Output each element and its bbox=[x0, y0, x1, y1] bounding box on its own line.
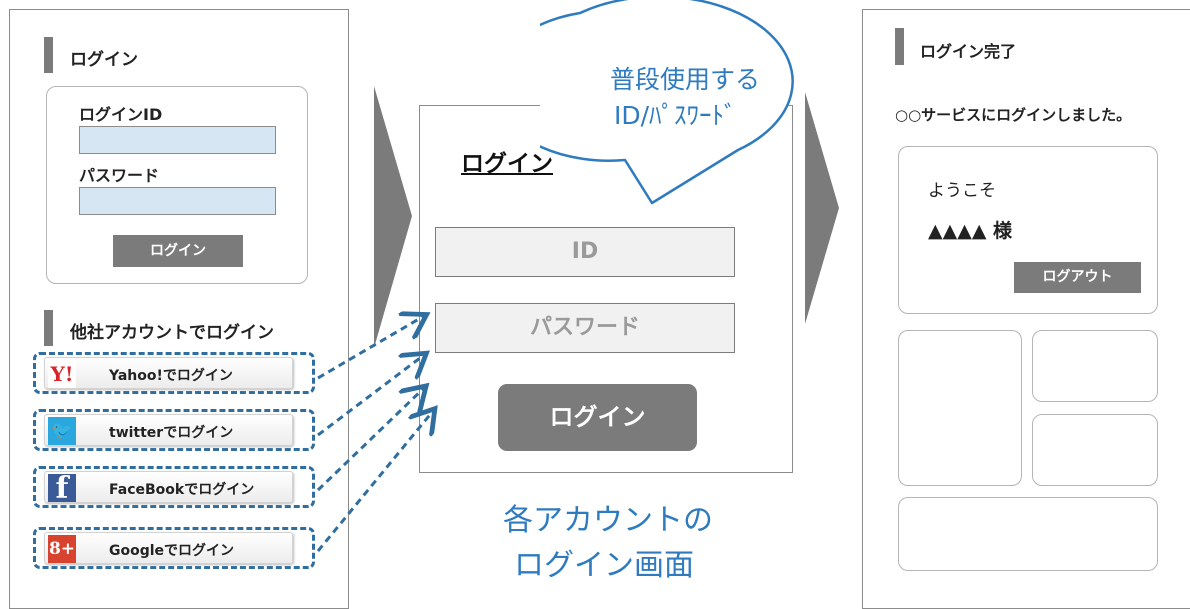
speech-bubble-line1: 普段使用する bbox=[610, 65, 761, 94]
content-card bbox=[898, 330, 1022, 486]
content-card bbox=[1032, 414, 1158, 486]
password-label: パスワード bbox=[79, 166, 160, 185]
password-field[interactable]: パスワード bbox=[435, 303, 735, 353]
login-success-message: ○○サービスにログインしました。 bbox=[895, 106, 1132, 124]
login-heading: ログイン bbox=[70, 50, 138, 70]
sns-login-button[interactable]: f FaceBookでログイン bbox=[44, 471, 293, 506]
sns-login-highlight bbox=[33, 527, 315, 569]
speech-bubble bbox=[540, 0, 794, 205]
id-field[interactable]: ID bbox=[435, 227, 735, 277]
login-id-label: ログインID bbox=[79, 105, 163, 124]
account-login-button[interactable]: ログイン bbox=[498, 384, 697, 451]
login-id-input[interactable] bbox=[79, 126, 276, 154]
login-button[interactable]: ログイン bbox=[113, 235, 243, 267]
google-plus-icon: 8+ bbox=[48, 535, 76, 563]
caption-line1: 各アカウントの bbox=[503, 503, 713, 538]
connector-arrow-twitter bbox=[317, 355, 424, 437]
connector-arrow-google bbox=[316, 411, 433, 552]
sns-login-highlight bbox=[33, 409, 315, 451]
content-card bbox=[898, 497, 1158, 571]
speech-bubble-line2: ID/ﾊﾟｽﾜｰﾄﾞ bbox=[614, 101, 737, 130]
other-account-login-heading: 他社アカウントでログイン bbox=[70, 323, 274, 343]
sns-login-label: FaceBookでログイン bbox=[109, 482, 255, 498]
logout-button[interactable]: ログアウト bbox=[1014, 262, 1141, 293]
sns-login-button[interactable]: 8+ Googleでログイン bbox=[44, 532, 293, 564]
sns-login-label: Yahoo!でログイン bbox=[109, 368, 233, 384]
arrow-right-shape bbox=[374, 86, 412, 348]
sns-login-button[interactable]: Y! Yahoo!でログイン bbox=[44, 357, 293, 389]
other-login-heading-bar bbox=[44, 310, 53, 346]
sns-login-button[interactable]: 🐦 twitterでログイン bbox=[44, 414, 293, 446]
complete-heading-bar bbox=[895, 28, 904, 65]
sns-login-label: Googleでログイン bbox=[109, 543, 235, 559]
login-heading-bar bbox=[44, 37, 53, 73]
yahoo-icon: Y! bbox=[48, 360, 76, 388]
caption-line2: ログイン画面 bbox=[514, 548, 694, 583]
connector-arrow-facebook bbox=[316, 388, 424, 492]
arrow-right-shape bbox=[805, 92, 839, 324]
user-name: ▲▲▲▲ 様 bbox=[928, 220, 1013, 242]
sns-login-label: twitterでログイン bbox=[109, 425, 234, 441]
sns-login-highlight bbox=[33, 466, 315, 508]
login-complete-heading: ログイン完了 bbox=[920, 42, 1017, 61]
connector-arrow-yahoo bbox=[317, 316, 424, 380]
sns-login-highlight bbox=[33, 352, 315, 394]
content-card bbox=[1032, 330, 1158, 402]
password-input[interactable] bbox=[79, 187, 276, 215]
account-login-title: ログイン bbox=[461, 151, 553, 177]
facebook-icon: f bbox=[48, 471, 76, 506]
welcome-text: ようこそ bbox=[928, 181, 996, 201]
twitter-icon: 🐦 bbox=[48, 417, 76, 445]
